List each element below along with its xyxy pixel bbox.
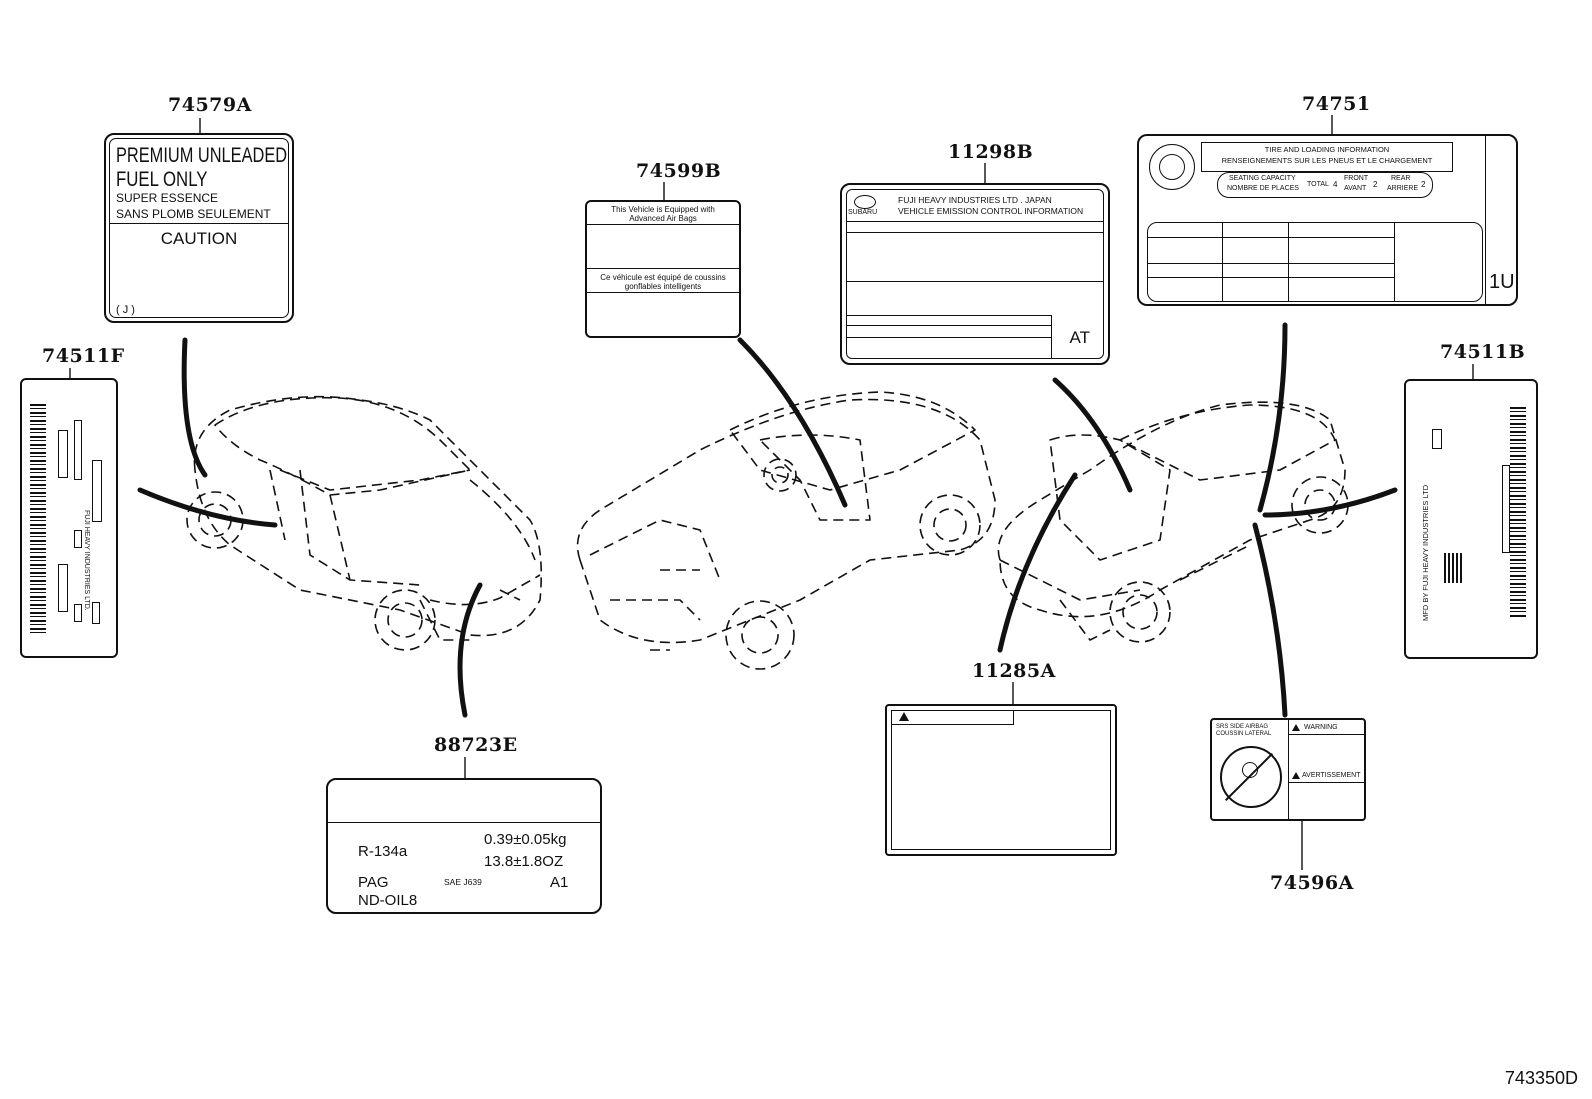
fuel-label-line2: FUEL ONLY	[116, 168, 208, 191]
figure-code: 743350D	[1504, 1068, 1578, 1088]
no-child-seat-icon	[1220, 746, 1282, 808]
warning-triangle-icon	[1292, 772, 1300, 779]
emission-label-line2: VEHICLE EMISSION CONTROL INFORMATION	[898, 206, 1084, 216]
leader-74596A	[1252, 522, 1288, 718]
tire-label-rear-value: 2	[1421, 180, 1426, 189]
leader-74511F	[137, 487, 278, 528]
airbag-label-line1: This Vehicle is Equipped with	[611, 205, 715, 214]
refrigerant-code: A1	[550, 874, 569, 891]
part-number-74596A: 74596A	[1270, 872, 1354, 894]
part-number-88723E: 88723E	[434, 734, 518, 756]
barcode-icon	[1444, 553, 1462, 583]
tire-label-total-value: 4	[1333, 180, 1338, 189]
fuel-label-line4: SANS PLOMB SEULEMENT	[116, 207, 271, 221]
side-airbag-avert: AVERTISSEMENT	[1302, 772, 1361, 779]
fuel-label-line3: SUPER ESSENCE	[116, 191, 219, 205]
refrigerant-qty-kg: 0.39±0.05kg	[484, 831, 567, 848]
emission-label-line1: FUJI HEAVY INDUSTRIES LTD . JAPAN	[898, 195, 1052, 205]
car-right-illustration	[997, 401, 1349, 643]
tire-label-seating1: SEATING CAPACITY	[1229, 175, 1296, 182]
vin-label-left: FUJI HEAVY INDUSTRIES LTD.	[20, 378, 118, 658]
side-airbag-warning: WARNING	[1304, 724, 1338, 731]
leader-74511B	[1262, 487, 1398, 518]
tire-label-table	[1147, 222, 1483, 302]
leader-74579A	[181, 337, 208, 478]
vin-label-left-mfd: FUJI HEAVY INDUSTRIES LTD.	[83, 510, 90, 611]
refrigerant-qty-oz: 13.8±1.8OZ	[484, 853, 564, 870]
leader-74599B	[737, 337, 848, 508]
fuel-label: PREMIUM UNLEADED FUEL ONLY SUPER ESSENCE…	[104, 133, 294, 323]
tire-label-rear2: ARRIERE	[1387, 185, 1419, 192]
tire-label-title2: RENSEIGNEMENTS SUR LES PNEUS ET LE CHARG…	[1221, 156, 1433, 165]
fuel-label-line1: PREMIUM UNLEADED	[116, 144, 288, 167]
barcode-icon	[30, 404, 46, 634]
part-number-11285A: 11285A	[972, 660, 1056, 682]
vin-label-right-mfd: MFD BY FUJI HEAVY INDUSTRIES LTD	[1421, 484, 1430, 621]
airbag-label-line2: Advanced Air Bags	[629, 214, 697, 223]
tire-label-code: 1U	[1489, 271, 1515, 293]
emission-label: SUBARU FUJI HEAVY INDUSTRIES LTD . JAPAN…	[840, 183, 1110, 365]
tire-label-front-value: 2	[1373, 180, 1378, 189]
refrigerant-label: R-134a 0.39±0.05kg 13.8±1.8OZ PAG SAE J6…	[326, 778, 602, 914]
leader-11298B	[1052, 377, 1133, 493]
warning-triangle-icon	[1292, 724, 1300, 731]
hood-label	[885, 704, 1117, 856]
tire-label-total: TOTAL	[1307, 181, 1329, 188]
side-airbag-warning-label: SRS SIDE AIRBAG COUSSIN LATERAL WARNING …	[1210, 718, 1366, 821]
tire-label-front1: FRONT	[1344, 175, 1369, 182]
part-number-74511B: 74511B	[1440, 341, 1526, 363]
airbag-label-line3: Ce véhicule est équipé de coussins	[600, 273, 726, 282]
leader-74751	[1257, 322, 1288, 513]
barcode-icon	[1510, 407, 1526, 617]
tire-label-front2: AVANT	[1344, 185, 1367, 192]
warning-triangle-icon	[899, 712, 909, 721]
vin-label-right: MFD BY FUJI HEAVY INDUSTRIES LTD	[1404, 379, 1538, 659]
car-left-illustration	[186, 395, 542, 651]
leader-11285A	[997, 472, 1078, 653]
tire-label-seating2: NOMBRE DE PLACES	[1227, 185, 1299, 192]
fuel-label-caution: CAUTION	[160, 229, 238, 248]
airbag-label-line4: gonflables intelligents	[624, 282, 702, 291]
refrigerant-oil1: PAG	[358, 874, 389, 891]
airbag-label: This Vehicle is Equipped with Advanced A…	[585, 200, 741, 338]
part-number-74579A: 74579A	[168, 94, 252, 116]
leader-88723E	[457, 582, 483, 718]
refrigerant-type: R-134a	[358, 843, 408, 860]
side-airbag-left1: SRS SIDE AIRBAG	[1216, 724, 1269, 730]
refrigerant-std: SAE J639	[444, 877, 482, 887]
part-number-74751: 74751	[1302, 93, 1371, 115]
tire-label-rear1: REAR	[1391, 175, 1411, 182]
part-number-74599B: 74599B	[636, 160, 722, 182]
part-number-11298B: 11298B	[948, 141, 1034, 163]
tire-label: TIRE AND LOADING INFORMATION RENSEIGNEME…	[1137, 134, 1518, 306]
refrigerant-oil2: ND-OIL8	[358, 892, 418, 909]
subaru-logo-icon	[854, 195, 876, 209]
tire-label-title1: TIRE AND LOADING INFORMATION	[1264, 145, 1390, 154]
tire-icon	[1149, 144, 1195, 190]
side-airbag-left2: COUSSIN LATERAL	[1216, 731, 1272, 737]
emission-label-brand: SUBARU	[848, 209, 878, 216]
part-number-74511F: 74511F	[42, 345, 125, 367]
emission-label-at: AT	[1069, 328, 1090, 347]
car-center-illustration	[576, 391, 996, 670]
fuel-label-code: ( J )	[116, 304, 135, 316]
